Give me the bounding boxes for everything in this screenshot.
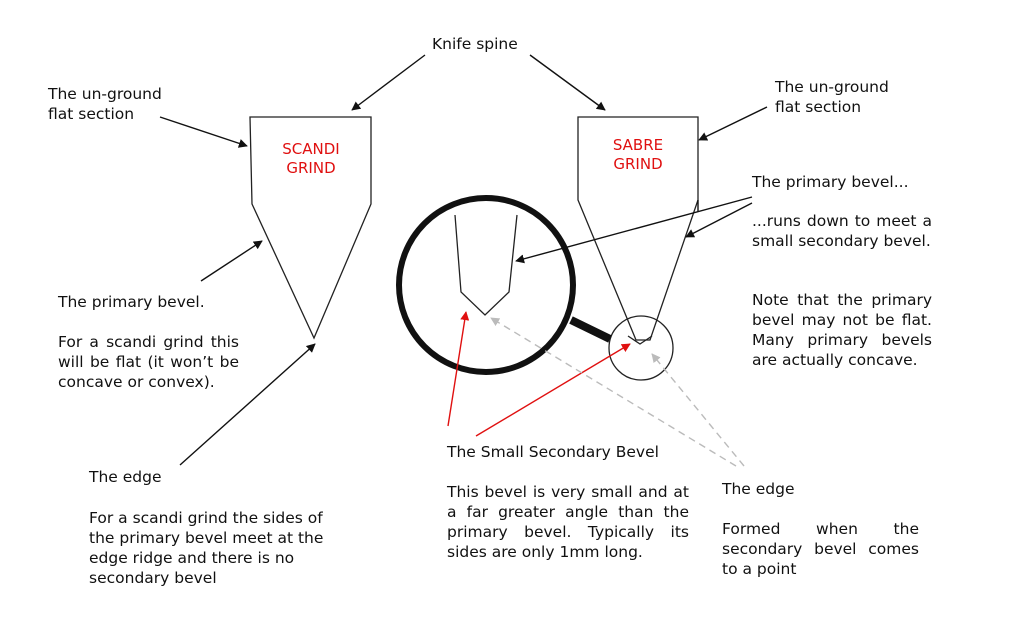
magnifier-handle xyxy=(569,316,612,343)
arrow-primary-magnified xyxy=(515,196,753,264)
arrow-secondary-magnified xyxy=(447,311,470,427)
arrow-primary-left xyxy=(200,240,263,282)
magnifier xyxy=(396,195,612,375)
black-arrows xyxy=(159,54,768,466)
secondary-note: This bevel is very small and at a far gr… xyxy=(447,483,689,561)
arrow-spine-right xyxy=(529,54,606,111)
red-arrows xyxy=(447,311,631,437)
arrow-primary-sabre xyxy=(685,202,753,238)
scandi-flat-note: For a scandi grind this will be flat (it… xyxy=(58,333,239,391)
arrow-edge-circle xyxy=(651,353,745,467)
unground-right-label: The un-ground flat section xyxy=(775,78,889,116)
edge-left-label: The edge xyxy=(89,468,162,486)
magnified-edge xyxy=(454,214,518,316)
unground-left-label: The un-ground flat section xyxy=(48,85,162,123)
edge-right-note: Formed when the secondary bevel comes to… xyxy=(722,520,919,578)
edge-left-note: For a scandi grind the sides of the prim… xyxy=(89,509,324,587)
runs-down-note: ...runs down to meet a small secondary b… xyxy=(752,212,932,250)
edge-right-label: The edge xyxy=(722,480,795,498)
arrow-unground-right xyxy=(698,106,768,141)
detail-circle xyxy=(608,315,674,381)
concave-note: Note that the primary bevel may not be f… xyxy=(752,291,932,369)
primary-bevel-right-label: The primary bevel... xyxy=(752,173,909,191)
primary-bevel-left-label: The primary bevel. xyxy=(58,293,205,311)
arrow-secondary-circle xyxy=(475,343,631,437)
arrow-spine-left xyxy=(351,54,426,111)
magnifier-lens xyxy=(396,195,576,375)
grey-arrows xyxy=(490,317,745,467)
arrow-unground-left xyxy=(159,116,248,148)
arrow-edge-left xyxy=(179,343,316,466)
small-secondary-bevel-label: The Small Secondary Bevel xyxy=(447,443,659,461)
scandi-grind-label: SCANDI GRIND xyxy=(282,140,340,177)
scandi-blade-profile xyxy=(249,116,372,340)
sabre-blade-profile xyxy=(577,116,699,345)
sabre-grind-label: SABRE GRIND xyxy=(612,136,664,173)
knife-spine-label: Knife spine xyxy=(432,35,518,53)
